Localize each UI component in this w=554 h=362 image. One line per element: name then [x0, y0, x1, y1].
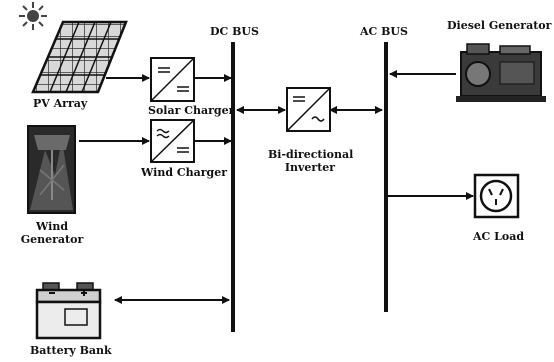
dc-dc-converter-icon — [150, 119, 195, 163]
dc-ac-converter-icon — [286, 87, 331, 132]
battery-bank-label: Battery Bank — [30, 344, 112, 357]
diesel-engine-icon — [456, 43, 546, 102]
inverter-label-line2: Inverter — [284, 161, 336, 174]
ac-bus-label: AC BUS — [360, 25, 408, 38]
ac-load-label: AC Load — [473, 230, 525, 243]
solar-panel-icon — [31, 20, 128, 94]
inverter-label-line1: Bi-directional — [268, 148, 354, 161]
solar-charger-label: Solar Charger — [148, 104, 235, 117]
diesel-generator-label: Diesel Generator — [447, 19, 552, 32]
power-outlet-icon — [473, 173, 520, 219]
sun-icon — [19, 2, 47, 30]
wind-generator-label: Wind Generator — [18, 220, 86, 246]
wind-generator-label-line2: Generator — [20, 233, 84, 246]
wind-turbine-photo-icon — [27, 125, 76, 214]
pv-array-label: PV Array — [33, 97, 88, 110]
dc-bus-label: DC BUS — [210, 25, 259, 38]
wind-generator-label-line1: Wind — [35, 220, 69, 233]
battery-icon — [35, 282, 102, 340]
inverter-label: Bi-directional Inverter — [268, 148, 354, 174]
wind-charger-label: Wind Charger — [141, 166, 228, 179]
dc-dc-converter-icon — [150, 57, 195, 102]
